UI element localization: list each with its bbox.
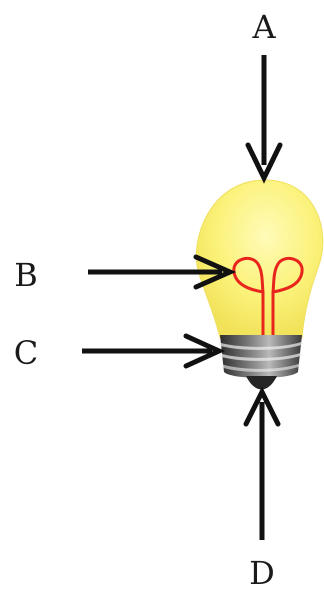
bulb-glass (195, 179, 324, 339)
filament (232, 256, 304, 337)
arrow-c (82, 333, 226, 369)
arrow-b (88, 254, 237, 290)
arrow-d (243, 386, 281, 540)
label-d: D (249, 554, 275, 589)
label-b: B (14, 256, 38, 294)
label-a: A (251, 8, 276, 46)
light-bulb-icon (195, 179, 324, 390)
arrow-a (245, 55, 283, 184)
bulb-screw-base (218, 335, 304, 390)
label-c: C (14, 334, 38, 372)
